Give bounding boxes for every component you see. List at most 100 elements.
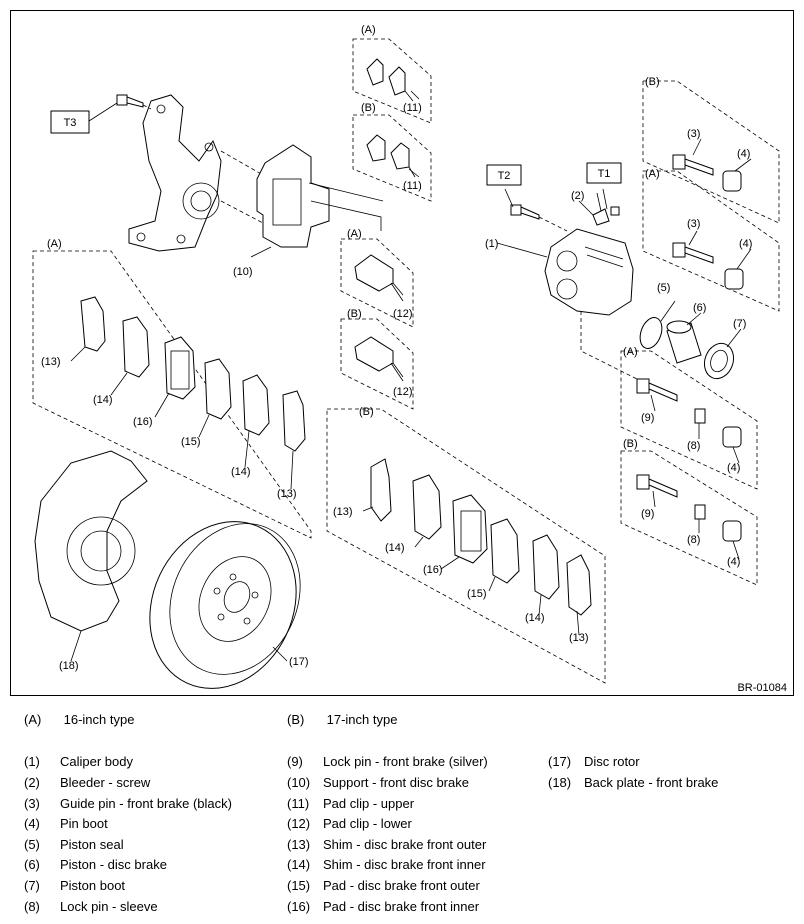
group-box-clip12-a xyxy=(340,238,414,328)
figure-ref-code: BR-01084 xyxy=(737,682,787,694)
callout-9: (9) xyxy=(641,412,654,424)
callout-14: (14) xyxy=(93,394,113,406)
group-box-guide-b xyxy=(642,80,780,224)
legend-type-b: (B) 17-inch type xyxy=(287,712,397,727)
legend-item: (17) Disc rotor xyxy=(548,754,640,769)
legend-num: (17) xyxy=(548,754,572,769)
variant-label-a: (A) xyxy=(645,168,660,180)
exploded-diagram: T3 T2 T1 (A) (B) (A) (B) (A) (B) (B) (A)… xyxy=(10,10,794,696)
callout-1: (1) xyxy=(485,238,498,250)
legend-item: (18)Back plate - front brake xyxy=(548,775,718,790)
legend-num: (12) xyxy=(287,816,311,831)
group-box-lock-b xyxy=(620,450,758,586)
callout-9: (9) xyxy=(641,508,654,520)
guide-pin-b xyxy=(672,154,742,192)
legend-text: Shim - disc brake front outer xyxy=(323,837,487,852)
legend-item: (12)Pad clip - lower xyxy=(287,816,412,831)
pads-set-a xyxy=(80,296,306,452)
legend-text: Bleeder - screw xyxy=(60,775,151,790)
callout-13: (13) xyxy=(41,356,61,368)
callout-15: (15) xyxy=(181,436,201,448)
pads-set-b xyxy=(370,458,592,616)
legend-num: (18) xyxy=(548,775,572,790)
legend-num: (13) xyxy=(287,837,311,852)
legend-num: (9) xyxy=(287,754,303,769)
bleeder-screw xyxy=(592,188,620,226)
diagram-drawing: T3 T2 T1 (A) (B) (A) (B) (A) (B) (B) (A)… xyxy=(32,24,787,694)
tool-box-t2 xyxy=(486,164,522,186)
legend-text: Pin boot xyxy=(60,816,108,831)
callout-3: (3) xyxy=(687,128,700,140)
callout-16: (16) xyxy=(423,564,443,576)
legend-num: (11) xyxy=(287,796,310,811)
legend-item: (5) Piston seal xyxy=(24,837,124,852)
legend-item: (6) Piston - disc brake xyxy=(24,857,167,872)
legend-num: (5) xyxy=(24,837,40,852)
legend-item: (2)Bleeder - screw xyxy=(24,775,150,790)
callout-13: (13) xyxy=(277,488,297,500)
callout-14: (14) xyxy=(525,612,545,624)
legend-num: (7) xyxy=(24,878,40,893)
piston-seal xyxy=(639,317,663,349)
callout-14: (14) xyxy=(231,466,251,478)
legend-text: Caliper body xyxy=(60,754,133,769)
group-box-pads-b xyxy=(326,408,606,684)
guide-pin-a xyxy=(672,242,744,290)
callout-16: (16) xyxy=(133,416,153,428)
pad-clip-lower-b xyxy=(354,336,404,378)
group-box-clip12-b xyxy=(340,318,414,410)
caliper-support xyxy=(256,144,384,248)
callout-11: (11) xyxy=(403,180,422,192)
legend-item: (7) Piston boot xyxy=(24,878,125,893)
tool-box-t3 xyxy=(50,110,90,134)
callout-12: (12) xyxy=(393,308,413,320)
group-box-clip11-a xyxy=(352,38,432,124)
callout-14: (14) xyxy=(385,542,405,554)
lock-pin-a xyxy=(636,378,742,448)
legend-text: Piston - disc brake xyxy=(60,857,167,872)
legend-item: (4)Pin boot xyxy=(24,816,108,831)
tool-label-t3: T3 xyxy=(64,117,77,129)
legend-text: Piston boot xyxy=(60,878,126,893)
piston-boot xyxy=(703,342,735,380)
legend-item: (13) Shim - disc brake front outer xyxy=(287,837,486,852)
variant-label-a: (A) xyxy=(47,238,62,250)
legend-text: Pad - disc brake front outer xyxy=(323,878,480,893)
callout-13: (13) xyxy=(333,506,353,518)
legend-item: (11)Pad clip - upper xyxy=(287,796,414,811)
variant-label-b: (B) xyxy=(361,102,376,114)
callout-4: (4) xyxy=(737,148,750,160)
legend-text: Disc rotor xyxy=(584,754,640,769)
legend-item: (1)Caliper body xyxy=(24,754,133,769)
legend-text: Lock pin - front brake (silver) xyxy=(323,754,488,769)
legend-item: (16) Pad - disc brake front inner xyxy=(287,899,479,914)
group-box-lock-a xyxy=(620,350,758,490)
callout-4: (4) xyxy=(727,556,740,568)
callout-8: (8) xyxy=(687,440,700,452)
legend-type-a: (A) 16-inch type xyxy=(24,712,134,727)
caliper-bolt xyxy=(504,188,568,232)
pad-clip-upper-a xyxy=(366,58,414,102)
legend-text: Guide pin - front brake (black) xyxy=(60,796,232,811)
legend-text: 16-inch type xyxy=(63,712,135,727)
group-box-guide-a xyxy=(642,170,780,312)
callout-5: (5) xyxy=(657,282,670,294)
tool-box-t1 xyxy=(586,162,622,184)
callout-4: (4) xyxy=(739,238,752,250)
legend-num: (6) xyxy=(24,857,40,872)
legend-text: Piston seal xyxy=(60,837,124,852)
pad-clip-lower-a xyxy=(354,254,404,296)
group-box-pads-a xyxy=(32,250,312,539)
legend-item: (9) Lock pin - front brake (silver) xyxy=(287,754,488,769)
legend-text: Pad - disc brake front inner xyxy=(323,899,480,914)
knuckle-bolt xyxy=(88,94,152,122)
legend-num: (A) xyxy=(24,712,42,727)
callout-7: (7) xyxy=(733,318,746,330)
legend-item: (8)Lock pin - sleeve xyxy=(24,899,158,914)
legend-text: Shim - disc brake front inner xyxy=(323,857,486,872)
steering-knuckle xyxy=(128,94,264,252)
legend-num: (16) xyxy=(287,899,311,914)
legend-num: (14) xyxy=(287,857,311,872)
callout-6: (6) xyxy=(693,302,706,314)
caliper-body xyxy=(544,228,642,382)
